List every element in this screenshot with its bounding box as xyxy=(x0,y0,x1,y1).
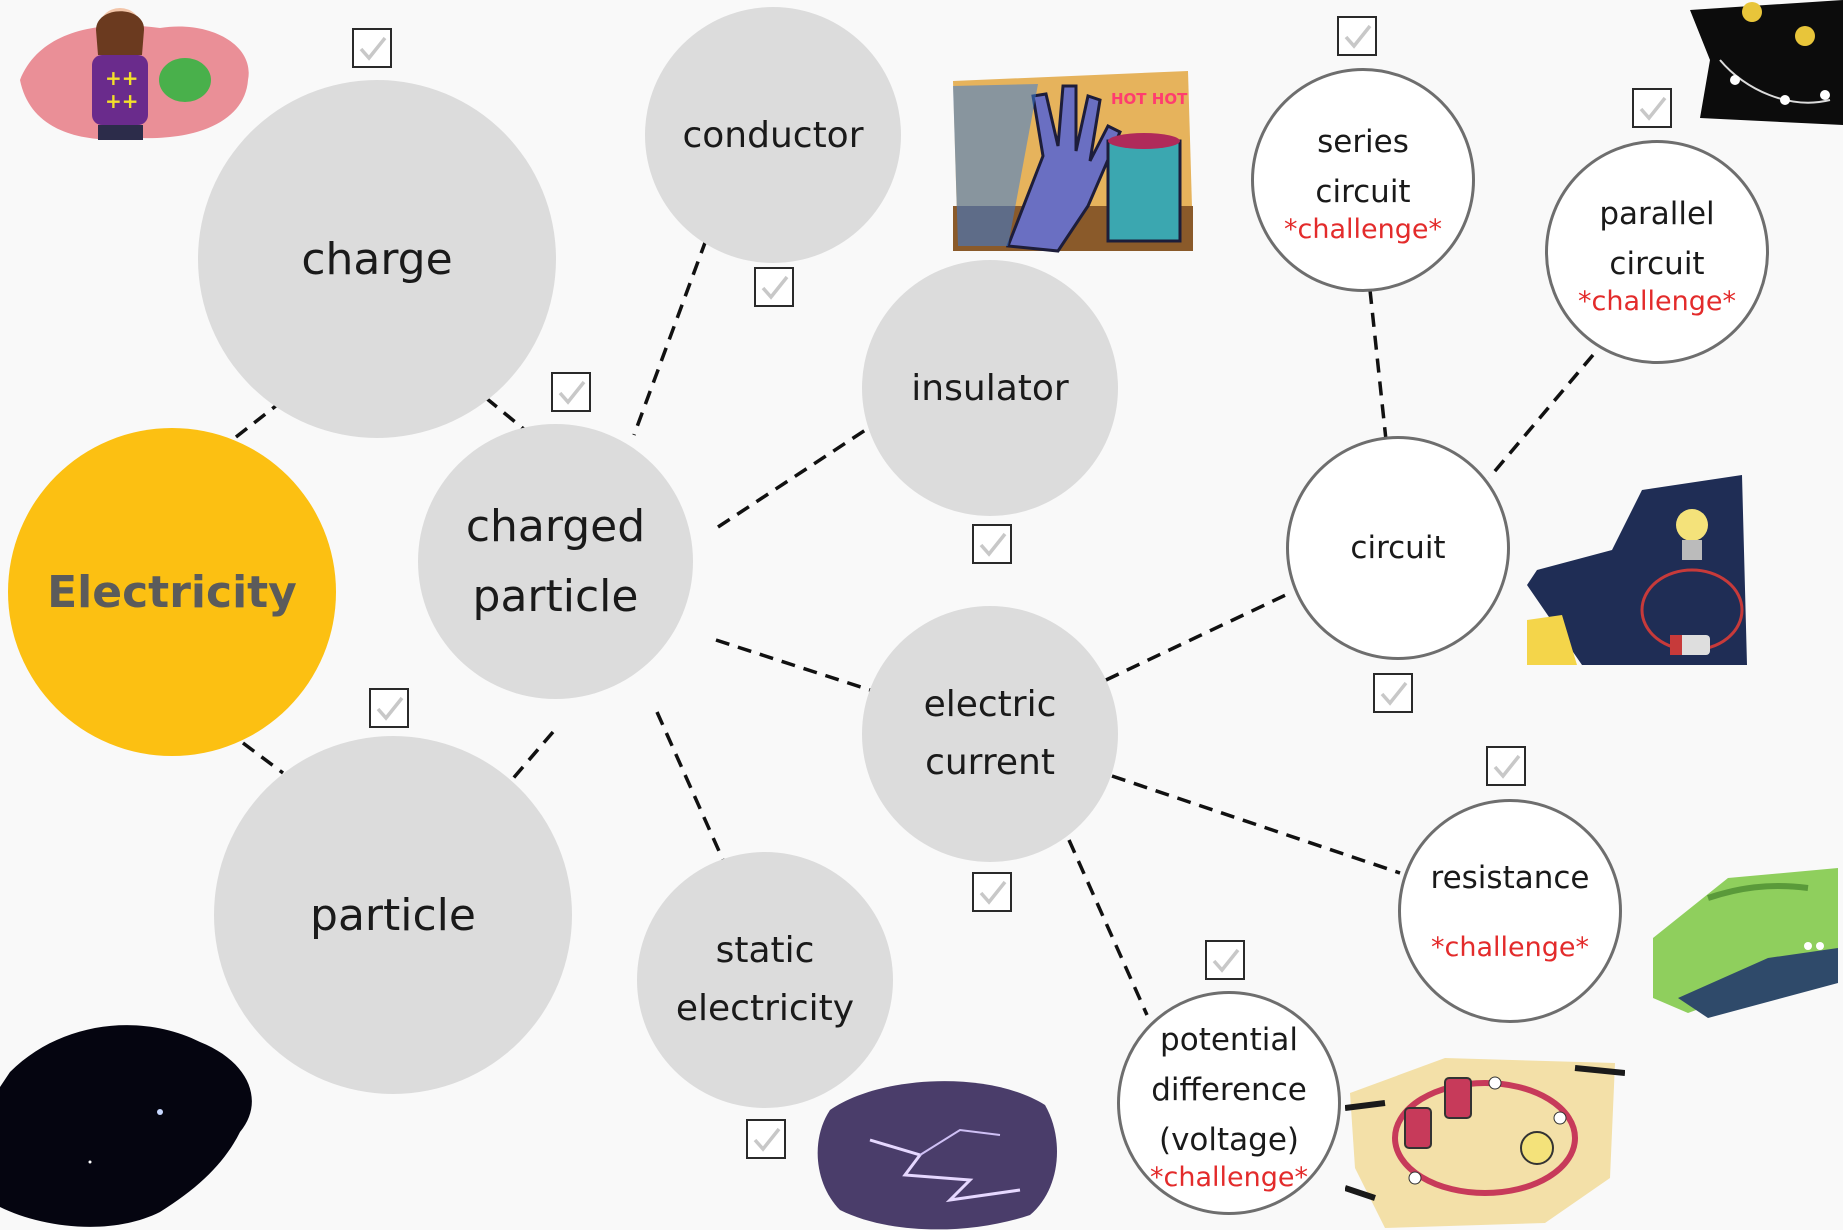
svg-text:++: ++ xyxy=(105,66,139,90)
circuit-node[interactable]: circuit xyxy=(1286,436,1510,660)
link-current-resistance xyxy=(1111,774,1401,875)
charged-particle-line2: particle xyxy=(472,570,639,622)
link-conductor-charged-particle xyxy=(632,239,708,436)
link-current-potential-difference xyxy=(1067,839,1149,1016)
link-parallel-circuit xyxy=(1487,353,1595,480)
checkbox-conductor[interactable] xyxy=(754,267,794,307)
static-electricity-line1: static xyxy=(715,930,815,971)
river-landscape-illustration xyxy=(1653,868,1838,1018)
link-electricity-charge xyxy=(234,403,279,439)
static-electricity-line2: electricity xyxy=(675,988,855,1029)
conductor-label: conductor xyxy=(682,114,864,156)
parallel-circuit-line2: circuit xyxy=(1609,246,1705,282)
parallel-circuit-challenge: *challenge* xyxy=(1578,286,1736,317)
resistance-challenge: *challenge* xyxy=(1431,931,1589,963)
electricity-node[interactable]: Electricity xyxy=(8,428,336,756)
potential-difference-line3: (voltage) xyxy=(1158,1122,1299,1158)
checkbox-insulator[interactable] xyxy=(972,524,1012,564)
parallel-circuit-line1: parallel xyxy=(1599,196,1715,232)
check-icon xyxy=(376,696,404,721)
check-icon xyxy=(558,380,586,405)
electric-current-node[interactable]: electric current xyxy=(862,606,1118,862)
potential-difference-node[interactable]: potential difference (voltage) *challeng… xyxy=(1117,991,1341,1215)
checkbox-charge[interactable] xyxy=(352,28,392,68)
series-circuit-line2: circuit xyxy=(1315,174,1411,210)
insulator-node[interactable]: insulator xyxy=(862,260,1118,516)
circuit-label: circuit xyxy=(1350,530,1446,566)
checkbox-charged-particle[interactable] xyxy=(551,372,591,412)
link-charged-particle-insulator xyxy=(717,425,871,529)
battery-loop-illustration xyxy=(1345,1058,1625,1228)
series-circuit-challenge: *challenge* xyxy=(1284,214,1442,245)
check-icon xyxy=(979,532,1007,557)
resistance-label: resistance xyxy=(1430,859,1590,896)
svg-text:++: ++ xyxy=(105,89,139,113)
check-icon xyxy=(1344,24,1372,49)
electric-current-line2: current xyxy=(925,742,1055,783)
checkbox-series-circuit[interactable] xyxy=(1337,16,1377,56)
charged-particle-line1: charged xyxy=(465,500,646,552)
check-icon xyxy=(1493,754,1521,779)
charge-node[interactable]: charge xyxy=(198,80,556,438)
potential-difference-line1: potential xyxy=(1160,1022,1298,1058)
link-charged-particle-current xyxy=(715,638,871,692)
series-circuit-line1: series xyxy=(1317,124,1409,160)
series-bulbs-illustration xyxy=(1690,0,1843,125)
check-icon xyxy=(359,36,387,61)
teacher-illustration: ++ ++ xyxy=(20,8,249,140)
resistance-node[interactable]: resistance *challenge* xyxy=(1398,799,1622,1023)
hot-hand-illustration: HOT HOT xyxy=(953,71,1193,253)
checkbox-potential-difference[interactable] xyxy=(1205,940,1245,980)
static-electricity-node[interactable]: static electricity xyxy=(637,852,893,1108)
link-current-circuit xyxy=(1105,590,1293,682)
checkbox-resistance[interactable] xyxy=(1486,746,1526,786)
space-scribble xyxy=(0,1025,252,1227)
insulator-label: insulator xyxy=(911,367,1069,409)
checkbox-static-electricity[interactable] xyxy=(746,1119,786,1159)
potential-difference-line2: difference xyxy=(1151,1072,1307,1108)
particle-label: particle xyxy=(310,889,476,941)
potential-difference-challenge: *challenge* xyxy=(1150,1162,1308,1193)
link-charge-charged-particle xyxy=(484,396,527,432)
check-icon xyxy=(753,1127,781,1152)
parallel-circuit-node[interactable]: parallel circuit *challenge* xyxy=(1545,140,1769,364)
link-charged-particle-static xyxy=(655,711,725,861)
bulb-circuit-illustration xyxy=(1527,475,1747,665)
check-icon xyxy=(1380,681,1408,706)
check-icon xyxy=(1212,948,1240,973)
checkbox-parallel-circuit[interactable] xyxy=(1632,88,1672,128)
checkbox-electric-current[interactable] xyxy=(972,872,1012,912)
series-circuit-node[interactable]: series circuit *challenge* xyxy=(1251,68,1475,292)
charged-particle-node[interactable]: charged particle xyxy=(418,424,693,699)
charge-label: charge xyxy=(301,233,453,285)
particle-node[interactable]: particle xyxy=(214,736,572,1094)
link-series-circuit xyxy=(1368,289,1388,441)
link-charged-particle-particle xyxy=(508,730,555,784)
check-icon xyxy=(1639,96,1667,121)
electric-current-line1: electric xyxy=(923,684,1057,725)
checkbox-particle[interactable] xyxy=(369,688,409,728)
check-icon xyxy=(761,275,789,300)
svg-text:HOT HOT: HOT HOT xyxy=(1111,90,1188,108)
lightning-scribble xyxy=(817,1081,1057,1230)
check-icon xyxy=(979,880,1007,905)
link-electricity-particle xyxy=(241,741,285,775)
conductor-node[interactable]: conductor xyxy=(645,7,901,263)
checkbox-circuit[interactable] xyxy=(1373,673,1413,713)
electricity-label: Electricity xyxy=(47,566,297,618)
